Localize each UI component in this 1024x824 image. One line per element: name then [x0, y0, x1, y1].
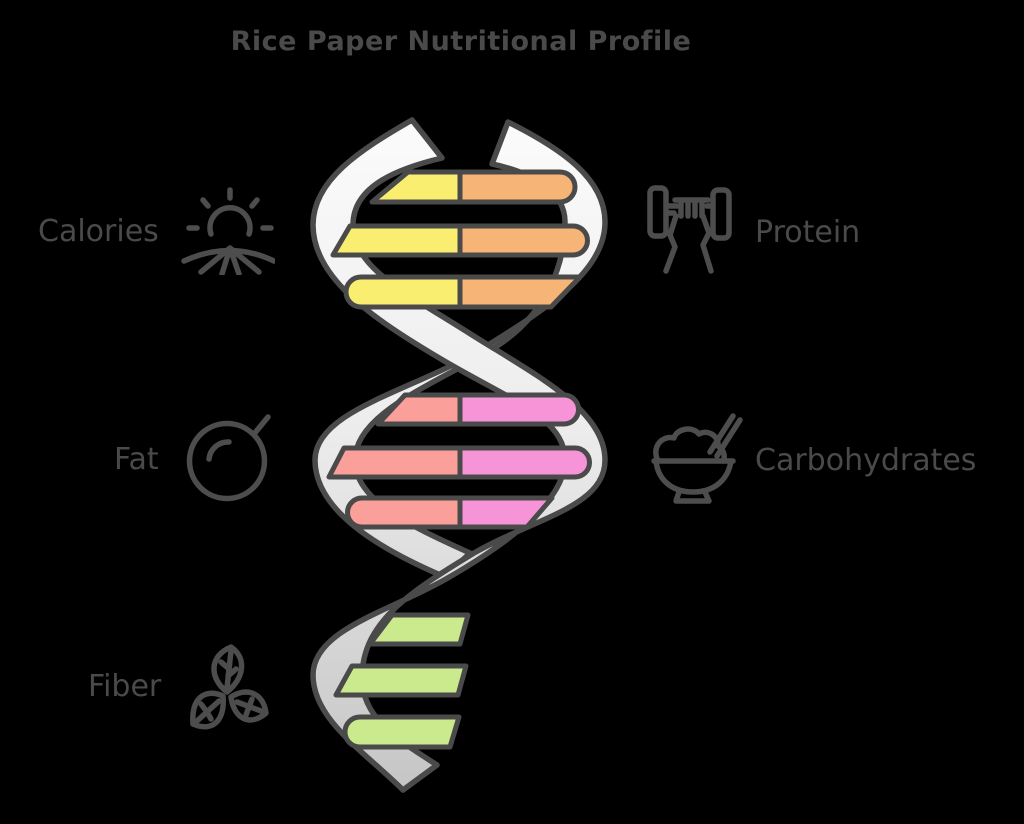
dumbbell-right-plate — [710, 187, 732, 241]
rung-calories-3 — [343, 274, 463, 310]
leaves-icon — [183, 638, 275, 740]
page-title: Rice Paper Nutritional Profile — [230, 26, 692, 57]
pan-body — [186, 420, 268, 502]
sunrise-field-icon — [180, 185, 277, 277]
dumbbell-bar — [663, 203, 716, 216]
leaf-top — [211, 644, 245, 695]
grip-fingers — [678, 197, 705, 219]
rung-group-bottom — [333, 612, 471, 750]
leaf-right-veins — [234, 696, 264, 718]
rice-bowl-chopsticks-icon — [645, 408, 747, 510]
rung-protein-2 — [457, 223, 590, 258]
sun-ray-upleft — [200, 197, 211, 209]
leaf-left-veins — [194, 698, 222, 724]
rung-fat-2 — [326, 445, 463, 480]
dna-helix — [296, 96, 620, 818]
sun-ray-upright — [249, 197, 260, 209]
rung-calories-2 — [330, 223, 463, 258]
rung-carbohydrates-1 — [457, 392, 581, 427]
horizon-arc — [181, 247, 277, 264]
field-rays — [198, 245, 262, 277]
wrist-right — [700, 213, 714, 274]
rung-protein-1 — [457, 169, 578, 205]
rung-fiber-1 — [367, 612, 471, 647]
label-calories: Calories — [38, 214, 159, 249]
rung-fiber-2 — [333, 663, 469, 698]
leaf-top-veins — [218, 648, 239, 691]
label-protein: Protein — [755, 215, 861, 250]
rung-carbohydrates-3 — [457, 495, 555, 530]
leaf-left — [190, 690, 226, 730]
label-fiber: Fiber — [88, 669, 162, 704]
rung-group-middle — [326, 392, 592, 530]
pan-highlight-arc — [206, 439, 232, 462]
rung-carbohydrates-2 — [457, 445, 592, 480]
wrist-left — [663, 213, 679, 274]
label-fat: Fat — [114, 442, 159, 477]
frying-pan-icon — [183, 410, 275, 506]
bowl-foot — [673, 489, 712, 504]
hand-dumbbell-icon — [645, 180, 745, 280]
rung-fat-3 — [345, 495, 463, 530]
sun-arc — [207, 205, 253, 237]
rung-protein-3 — [457, 274, 583, 310]
pan-handle — [251, 414, 271, 437]
chopsticks — [707, 413, 743, 459]
label-carbohydrates: Carbohydrates — [755, 443, 977, 478]
rung-group-top — [330, 169, 590, 310]
leaf-right — [228, 689, 269, 723]
bowl-body — [653, 458, 734, 495]
rung-fiber-3 — [342, 714, 462, 750]
